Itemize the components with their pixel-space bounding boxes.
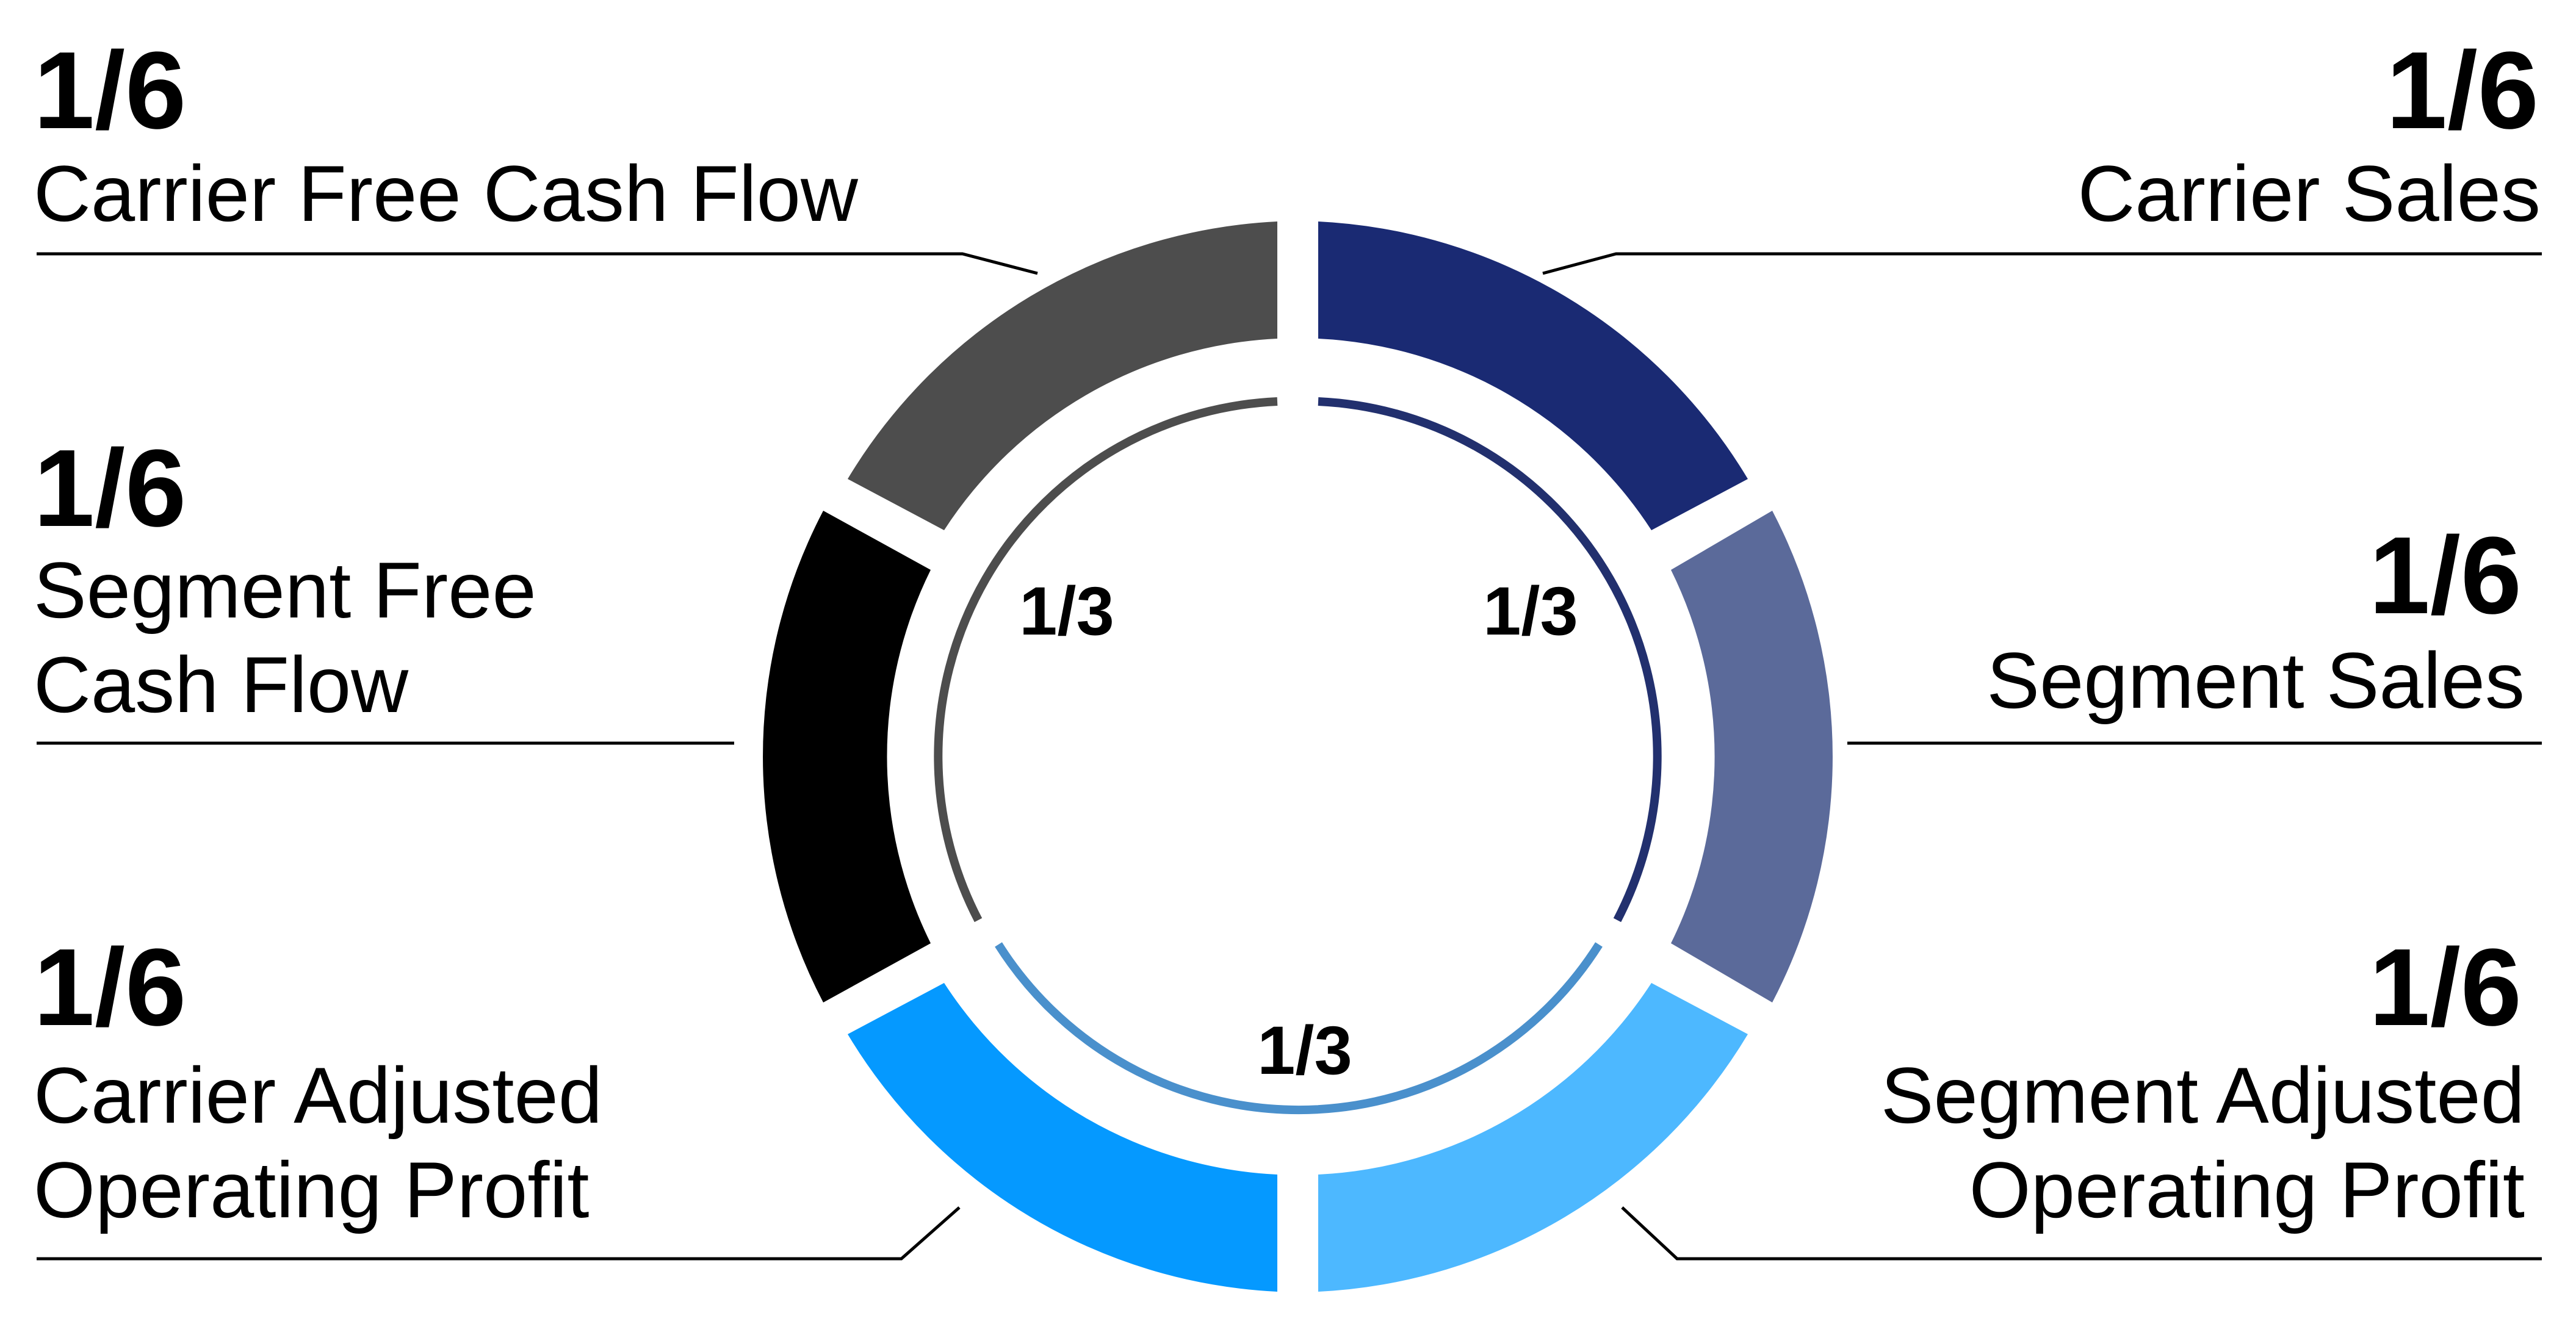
group-arc-adjusted-operating-profit xyxy=(995,942,1603,1115)
group-fraction-adjusted-operating-profit: 1/3 xyxy=(1257,1012,1352,1089)
ring-segment-segment-sales xyxy=(1671,511,1833,1002)
fraction-carrier-free-cash-flow: 1/6 xyxy=(34,29,186,152)
group-fraction-sales: 1/3 xyxy=(1483,573,1578,649)
group-fraction-free-cash-flow: 1/3 xyxy=(1019,573,1114,649)
fraction-carrier-sales: 1/6 xyxy=(2386,29,2539,152)
label-carrier-free-cash-flow: Carrier Free Cash Flow xyxy=(34,149,859,238)
label-segment-free-cash-flow-line2: Cash Flow xyxy=(34,640,409,729)
fraction-segment-free-cash-flow: 1/6 xyxy=(34,427,186,550)
label-segment-adjusted-operating-profit-line1: Segment Adjusted xyxy=(1881,1051,2525,1140)
ring-segment-carrier-adjusted-operating-profit xyxy=(848,983,1277,1292)
leader-line-carrier-free-cash-flow xyxy=(37,252,1038,275)
fraction-carrier-adjusted-operating-profit: 1/6 xyxy=(34,926,186,1049)
label-carrier-sales: Carrier Sales xyxy=(2077,149,2541,238)
group-arc-free-cash-flow xyxy=(934,397,1278,923)
leader-line-carrier-adjusted-operating-profit xyxy=(37,1206,961,1261)
ring-segment-segment-free-cash-flow xyxy=(763,511,931,1002)
ring-segment-segment-adjusted-operating-profit xyxy=(1318,983,1748,1292)
label-segment-sales: Segment Sales xyxy=(1986,636,2525,725)
fraction-segment-sales: 1/6 xyxy=(2369,514,2522,637)
group-arc-sales xyxy=(1318,397,1662,923)
fraction-segment-adjusted-operating-profit: 1/6 xyxy=(2369,926,2522,1049)
label-carrier-adjusted-operating-profit-line1: Carrier Adjusted xyxy=(34,1051,602,1140)
leader-line-carrier-sales xyxy=(1542,252,2542,275)
label-segment-adjusted-operating-profit-line2: Operating Profit xyxy=(1969,1145,2525,1234)
label-carrier-adjusted-operating-profit-line2: Operating Profit xyxy=(34,1145,589,1234)
leader-line-segment-adjusted-operating-profit xyxy=(1621,1206,2542,1261)
ring-segment-carrier-free-cash-flow xyxy=(848,221,1277,530)
ring-segment-carrier-sales xyxy=(1318,221,1748,530)
label-segment-free-cash-flow-line1: Segment Free xyxy=(34,545,536,635)
